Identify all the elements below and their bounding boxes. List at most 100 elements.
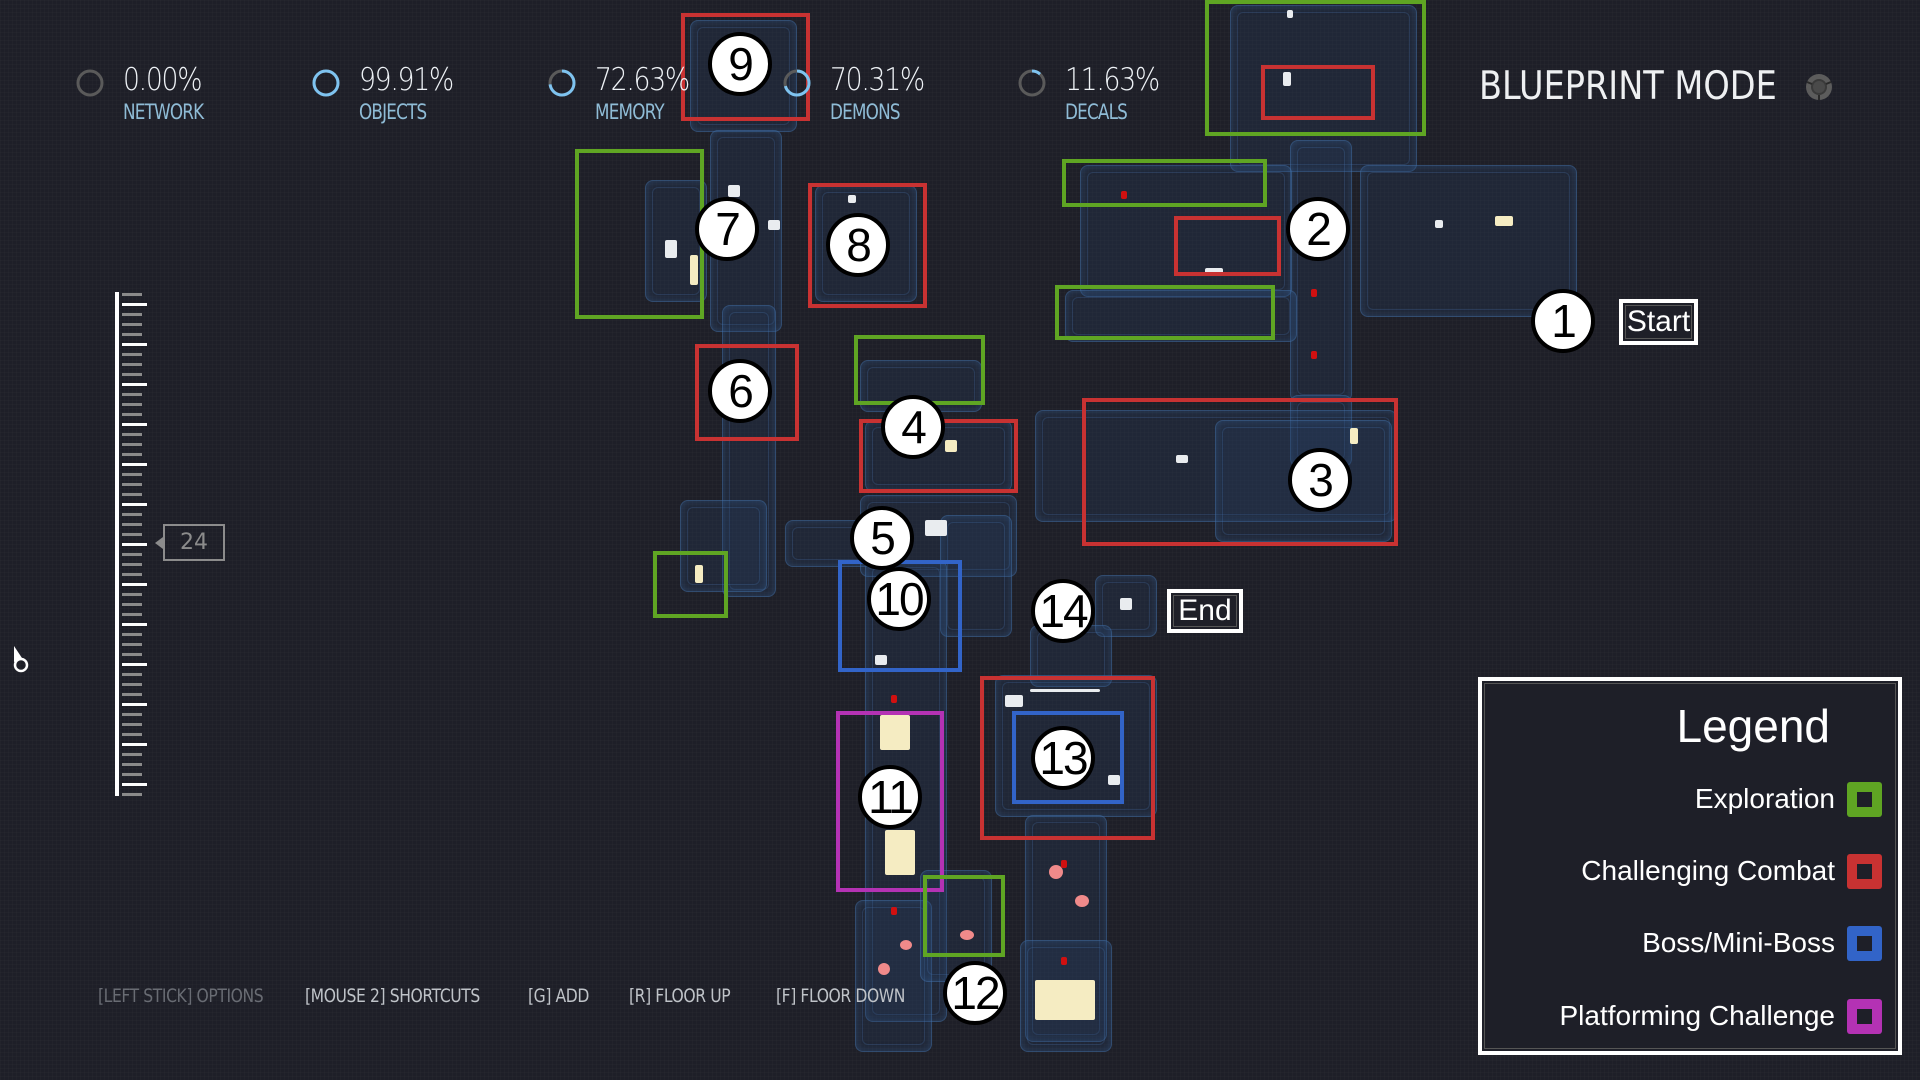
floor-tick (122, 573, 142, 576)
map-object (1075, 895, 1089, 907)
legend-label: Boss/Mini-Boss (1642, 927, 1835, 958)
zone-challenging-combat[interactable] (695, 344, 799, 441)
zone-exploration[interactable] (653, 551, 728, 618)
zone-boss[interactable] (1012, 711, 1124, 804)
map-object (695, 565, 703, 583)
map-object (1005, 695, 1023, 707)
shortcut-options[interactable]: [LEFT STICK] OPTIONS (98, 985, 264, 1007)
floor-tick (122, 493, 142, 496)
shortcut-mouse2[interactable]: [MOUSE 2] SHORTCUTS (305, 985, 480, 1007)
waypoint-marker-10[interactable]: 10 (867, 567, 931, 631)
floor-tick (122, 393, 142, 396)
gear-icon[interactable] (1804, 72, 1834, 102)
waypoint-marker-3[interactable]: 3 (1288, 448, 1352, 512)
zone-challenging-combat[interactable] (1082, 398, 1398, 546)
zone-challenging-combat[interactable] (681, 13, 810, 121)
waypoint-marker-6[interactable]: 6 (708, 359, 772, 423)
waypoint-marker-2[interactable]: 2 (1286, 197, 1350, 261)
floor-tick (122, 453, 142, 456)
network-ring-icon (76, 69, 104, 97)
map-object (1495, 216, 1513, 226)
map-object (848, 195, 856, 203)
legend-label: Exploration (1694, 783, 1835, 814)
waypoint-marker-12[interactable]: 12 (943, 961, 1007, 1025)
map-object (1350, 428, 1358, 444)
floor-tick (122, 523, 142, 526)
map-object (1435, 220, 1443, 228)
legend-item-exploration: Exploration (1695, 781, 1882, 817)
waypoint-marker-14[interactable]: 14 (1031, 579, 1095, 643)
memory-label: MEMORY (595, 100, 665, 124)
floor-tick (122, 503, 147, 506)
zone-exploration[interactable] (575, 149, 704, 319)
floor-tick (122, 593, 142, 596)
shortcut-add[interactable]: [G] ADD (528, 985, 589, 1007)
zone-challenging-combat[interactable] (980, 676, 1155, 840)
map-object (1311, 351, 1317, 359)
map-object (1108, 775, 1120, 785)
map-room (940, 515, 1012, 637)
map-object (925, 520, 947, 536)
map-room (1360, 165, 1577, 317)
network-label: NETWORK (123, 100, 204, 124)
waypoint-marker-8[interactable]: 8 (826, 213, 890, 277)
objects-label: OBJECTS (359, 100, 427, 124)
zone-exploration[interactable] (1055, 285, 1275, 340)
decals-value: 11.63% (1065, 62, 1160, 98)
zone-challenging-combat[interactable] (1174, 216, 1281, 276)
floor-tick (122, 343, 147, 346)
map-object (875, 655, 887, 665)
floor-tick (122, 673, 142, 676)
legend-title: Legend (1676, 700, 1831, 752)
waypoint-marker-13[interactable]: 13 (1031, 726, 1095, 790)
floor-tick (122, 313, 142, 316)
floor-tick (122, 403, 142, 406)
zone-platforming[interactable] (836, 711, 944, 892)
map-object (665, 240, 677, 258)
map-object (1061, 860, 1067, 868)
floor-tick (122, 653, 142, 656)
waypoint-marker-7[interactable]: 7 (695, 197, 759, 261)
decals-label: DECALS (1065, 100, 1128, 124)
map-room (1065, 290, 1297, 342)
zone-exploration[interactable] (1205, 0, 1426, 136)
zone-exploration[interactable] (923, 875, 1005, 957)
floor-tick (122, 743, 147, 746)
map-room (680, 500, 767, 592)
waypoint-marker-1[interactable]: 1 (1531, 289, 1595, 353)
map-object (945, 440, 957, 452)
map-object (960, 930, 974, 940)
map-object (1035, 980, 1095, 1020)
map-object (1283, 72, 1291, 86)
shortcut-floor-down[interactable]: [F] FLOOR DOWN (776, 985, 906, 1007)
floor-tick (122, 303, 147, 306)
waypoint-marker-9[interactable]: 9 (708, 32, 772, 96)
map-object (1049, 865, 1063, 879)
map-object (878, 963, 890, 975)
floor-tick (122, 333, 142, 336)
floor-tick (122, 733, 142, 736)
waypoint-marker-5[interactable]: 5 (850, 506, 914, 570)
shortcut-floor-up[interactable]: [R] FLOOR UP (629, 985, 731, 1007)
floor-tick (122, 713, 142, 716)
legend-label: Platforming Challenge (1559, 1000, 1836, 1031)
floor-tick (122, 483, 142, 486)
current-floor-indicator[interactable]: 24 (155, 524, 225, 561)
zone-exploration[interactable] (1062, 159, 1267, 207)
legend-item-boss: Boss/Mini-Boss (1642, 925, 1882, 961)
floor-slider-track[interactable] (115, 292, 119, 796)
floor-tick (122, 723, 142, 726)
floor-tick (122, 753, 142, 756)
floor-tick (122, 553, 142, 556)
zone-challenging-combat[interactable] (808, 183, 927, 308)
map-object (891, 695, 897, 703)
floor-tick (122, 373, 142, 376)
demons-value: 70.31% (830, 62, 925, 98)
zone-challenging-combat[interactable] (1261, 65, 1375, 120)
waypoint-marker-4[interactable]: 4 (881, 395, 945, 459)
zone-exploration[interactable] (854, 335, 985, 405)
map-object (880, 715, 910, 750)
objects-ring-icon (312, 69, 340, 97)
waypoint-marker-11[interactable]: 11 (858, 765, 922, 829)
